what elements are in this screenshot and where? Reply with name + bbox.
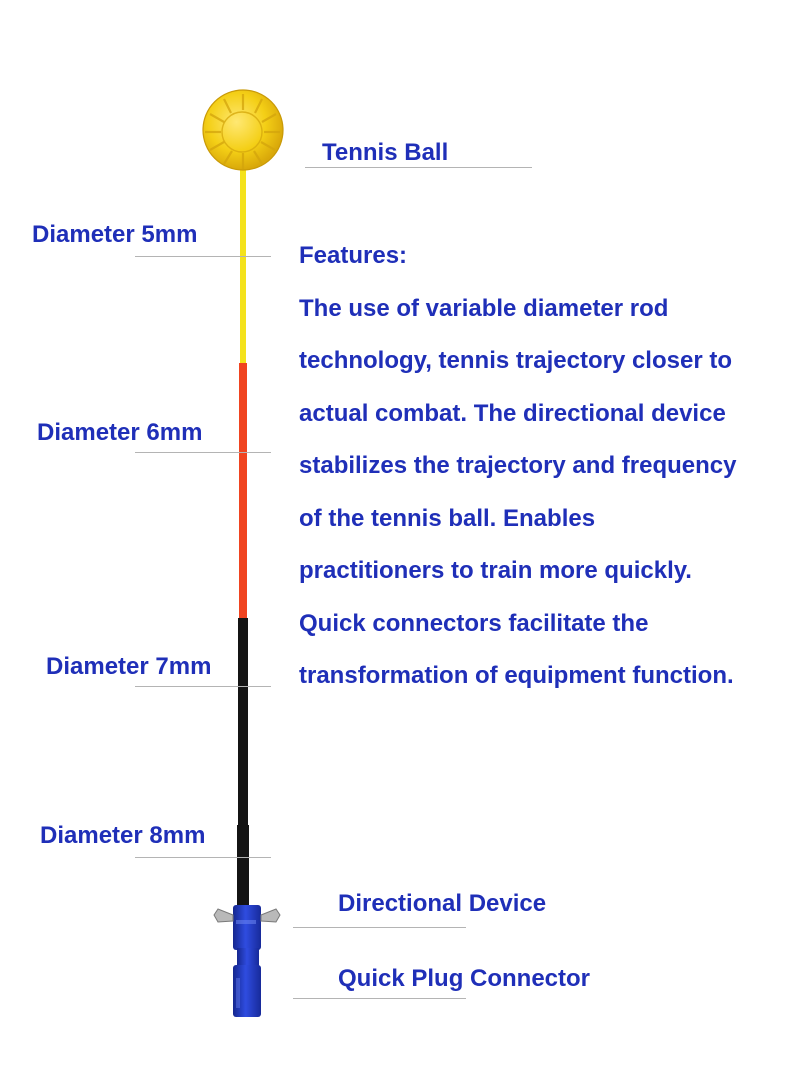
leader-line-diameter-7mm [135,686,271,687]
leader-line-directional-device [293,927,466,928]
label-directional-device: Directional Device [338,890,547,917]
features-description: Features: The use of variable diameter r… [299,230,794,703]
rod-segment-yellow [240,165,246,365]
leader-line-diameter-5mm [135,256,271,257]
features-line: practitioners to train more quickly. [299,557,692,584]
features-line: of the tennis ball. Enables [299,504,596,532]
tennis-ball-icon [202,89,284,171]
directional-device-icon [213,905,281,950]
features-line: The use of variable diameter rod [299,294,669,322]
leader-line-diameter-6mm [135,452,271,453]
label-diameter-7mm: Diameter 7mm [46,653,212,680]
label-quick-plug-connector: Quick Plug Connector [338,965,591,992]
features-line: technology, tennis trajectory closer to [299,347,732,374]
features-line: stabilizes the trajectory and frequency [299,452,737,479]
rod-segment-red [239,363,247,620]
label-diameter-8mm: Diameter 8mm [40,822,206,849]
features-line: actual combat. The directional device [299,399,726,427]
label-diameter-6mm: Diameter 6mm [37,419,203,446]
leader-line-diameter-8mm [135,857,271,858]
leader-line-quick-plug-connector [293,998,466,999]
label-tennis-ball: Tennis Ball [322,139,449,166]
rod-segment-black-thick [237,825,249,910]
leader-line-tennis-ball [305,167,532,168]
rod-segment-black [238,618,248,848]
features-heading: Features: [299,242,408,269]
quick-plug-connector-icon [233,948,261,1017]
features-line: Quick connectors facilitate the [299,609,649,637]
features-line: transformation of equipment function. [299,662,734,689]
label-diameter-5mm: Diameter 5mm [32,221,198,248]
